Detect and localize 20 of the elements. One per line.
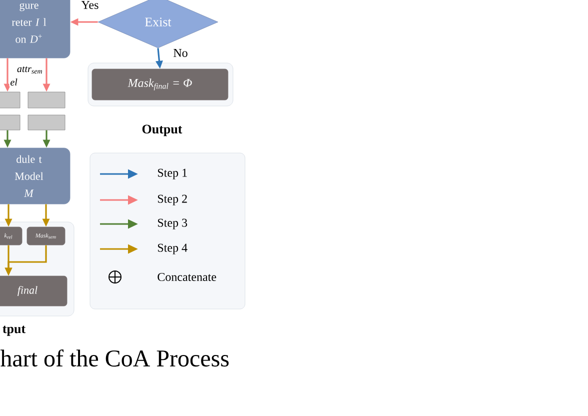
process-box: dule t Model M <box>0 148 70 204</box>
edge-label: attr$_{sem}$ <box>16 65 44 75</box>
legend-label: Step 2 <box>158 194 187 206</box>
node-label: tput <box>2 326 26 336</box>
result-box: Mask$_{final}$ = Φ <box>92 68 228 100</box>
feature-box <box>0 92 20 108</box>
edge-label: No <box>172 48 189 58</box>
node-label: Output <box>142 124 182 136</box>
legend-label: Step 4 <box>158 244 188 254</box>
feature-box <box>28 114 66 130</box>
process-box: gure reter I l on D$^{+}$ <box>0 0 70 58</box>
feature-box <box>0 114 20 130</box>
edge-label: Yes <box>80 0 100 10</box>
legend-label: Step 1 <box>158 168 187 180</box>
caption: hart of the CoA Process <box>0 349 229 367</box>
legend-label: Step 3 <box>158 218 188 230</box>
legend-label: Concatenate <box>158 272 216 282</box>
edge-label: el <box>9 78 18 87</box>
result-box: final <box>0 276 68 306</box>
feature-box <box>28 92 66 108</box>
